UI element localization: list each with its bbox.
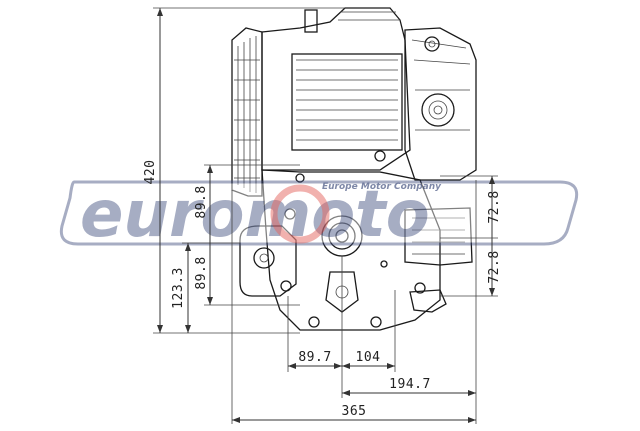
watermark-logo: euromoto Europe Motor Company	[59, 178, 579, 252]
dim-height-lower: 123.3	[171, 267, 186, 309]
mounting-bolts	[280, 150, 426, 328]
dim-offset-lower-right: 72.8	[487, 250, 502, 283]
cylinder-fins	[291, 53, 403, 151]
dim-horizontal-3: 194.7	[389, 377, 431, 392]
dimension-lines	[153, 7, 498, 424]
engine-outline	[231, 7, 477, 331]
dim-offset-lower-left: 89.8	[194, 256, 209, 289]
dimension-labels: 420 123.3 89.8 89.8 72.8 72.8 89.7 104 1…	[143, 160, 502, 419]
dim-offset-upper-right: 72.8	[487, 190, 502, 223]
dim-width-total: 365	[342, 404, 367, 419]
dim-offset-upper-left: 89.8	[194, 185, 209, 218]
dim-horizontal-2: 104	[356, 350, 381, 365]
dim-height-total: 420	[143, 160, 158, 185]
dim-horizontal-1: 89.7	[298, 350, 331, 365]
watermark-tagline: Europe Motor Company	[322, 182, 442, 192]
watermark-brand: euromoto	[80, 178, 430, 252]
